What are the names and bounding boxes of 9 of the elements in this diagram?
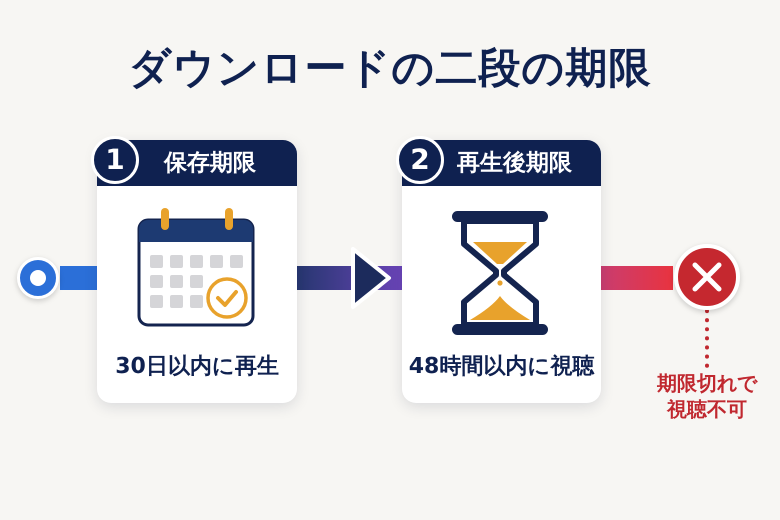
- number-badge: 1: [91, 136, 139, 184]
- title: ダウンロードの二段の期限: [128, 42, 652, 94]
- warning-text: 期限切れで視聴不可: [652, 370, 762, 426]
- connector-line: [601, 266, 673, 290]
- card-text: 48時間以内に視聴: [408, 353, 594, 381]
- card-text: 30日以内に再生: [115, 353, 279, 381]
- number-badge: 2: [396, 136, 444, 184]
- connector-line: [60, 266, 97, 290]
- arrow: [297, 247, 402, 309]
